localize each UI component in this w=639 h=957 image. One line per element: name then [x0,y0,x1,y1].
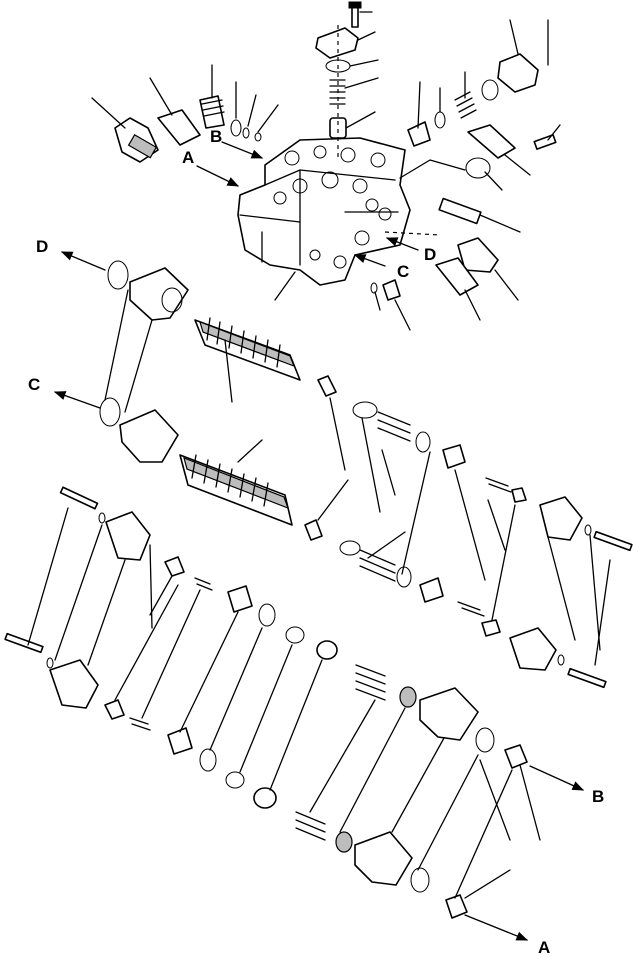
left-fittings [114,95,262,163]
callout-a-top: A [182,148,194,167]
arrow-a-out [464,914,529,941]
spool-upper [194,317,301,381]
right-fittings [370,53,557,301]
bottom-components [104,556,528,919]
valve-body [237,137,441,286]
arrow-b-top [221,141,264,159]
arrow-d-top [385,237,419,251]
callout-b-bottom: B [592,787,604,806]
callout-d-left: D [36,237,48,256]
arrow-c-top [353,254,386,267]
arrow-c-out [53,391,101,409]
callout-d-top: D [424,245,436,264]
bottom-left-cover-lower [4,632,99,709]
callout-b-top: B [210,127,222,146]
top-cap-assembly [315,1,362,160]
callout-arrows [53,141,585,941]
bottom-left-cover-upper [59,486,151,561]
spool-lower [179,454,293,526]
leader-lines-lower [27,289,611,899]
callout-c-top: C [397,262,409,281]
arrow-b-out [529,765,585,791]
arrow-a-top [196,165,240,187]
leader-lines-top [91,11,561,331]
lower-spool-row [99,397,501,637]
callout-labels: A B C D D C B A [28,127,604,957]
right-covers [485,477,633,689]
callout-c-left: C [28,375,40,394]
upper-spool-row [107,260,466,469]
callout-a-bottom: A [538,938,550,957]
arrow-d-out [60,251,106,271]
